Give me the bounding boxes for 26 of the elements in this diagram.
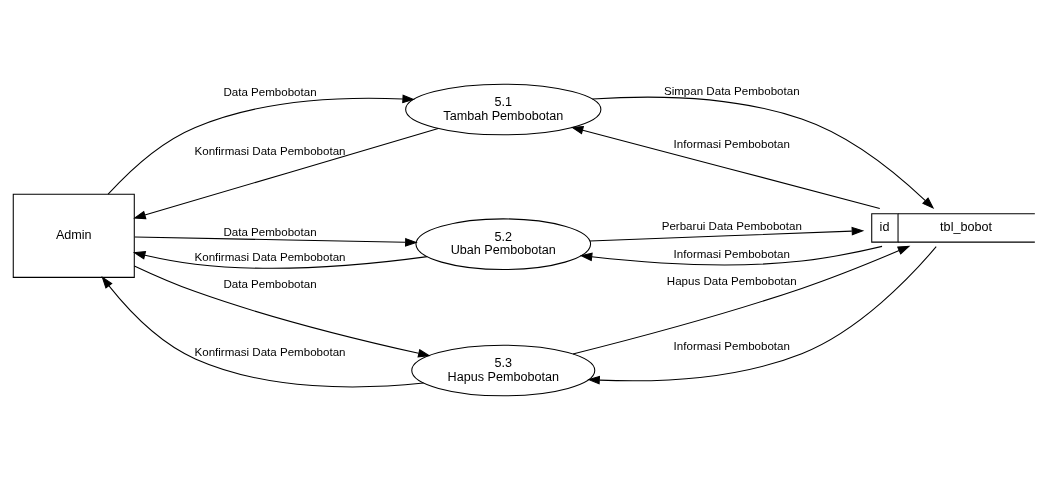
edge-label: Data Pembobotan — [223, 278, 317, 291]
edge-label: Konfirmasi Data Pembobotan — [194, 345, 346, 358]
arrow — [132, 250, 428, 269]
edge-label: Perbarui Data Pembobotan — [661, 220, 802, 233]
edge-label: Informasi Pembobotan — [673, 340, 790, 353]
arrow — [579, 245, 883, 266]
edge-label: Konfirmasi Data Pembobotan — [194, 250, 346, 263]
edge-label: Informasi Pembobotan — [673, 138, 790, 151]
edge-label: Hapus Data Pembobotan — [666, 275, 797, 288]
arrow — [133, 265, 431, 358]
edge-label: Data Pembobotan — [223, 225, 317, 238]
edge-label: Simpan Data Pembobotan — [663, 84, 800, 97]
arrow — [570, 125, 881, 209]
arrow — [134, 236, 418, 247]
node-ellipse: 5.3 Hapus Pembobotan — [411, 344, 596, 397]
edge-label: Data Pembobotan — [223, 85, 317, 98]
arrow — [572, 245, 911, 355]
edge-label: Konfirmasi Data Pembobotan — [194, 144, 346, 157]
arrow — [107, 94, 415, 195]
node-box: Admin — [12, 193, 135, 278]
arrow — [589, 226, 865, 242]
edge-label: Informasi Pembobotan — [673, 247, 790, 260]
arrow — [133, 127, 439, 220]
arrow — [587, 246, 937, 385]
arrow — [591, 96, 935, 210]
arrow — [101, 276, 425, 388]
